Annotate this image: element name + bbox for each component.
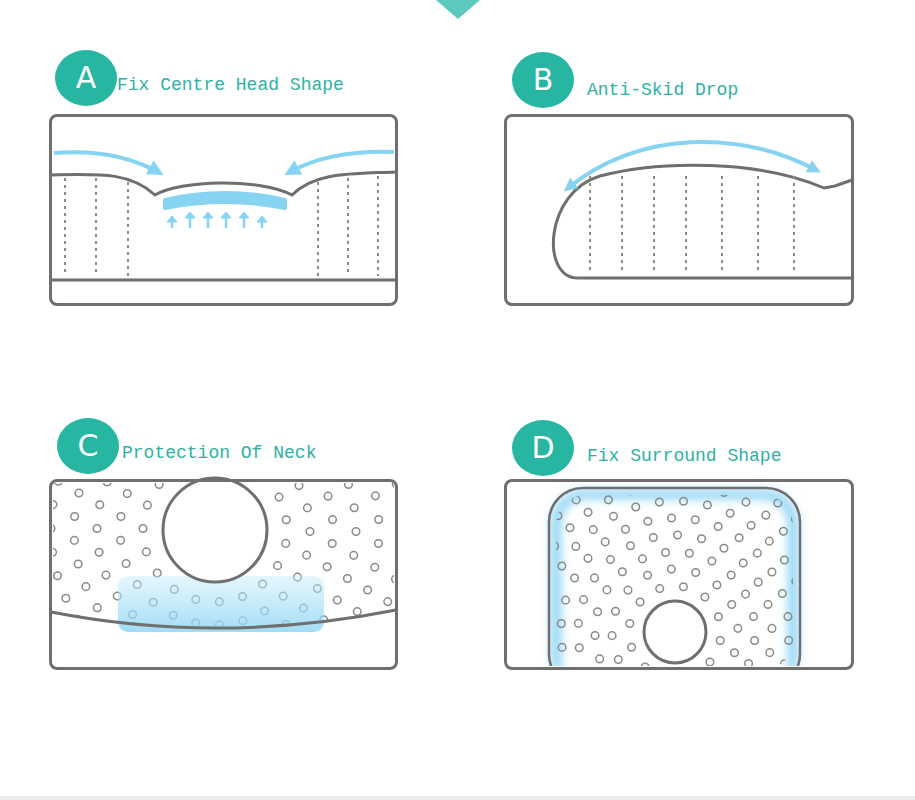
letter-badge: D bbox=[512, 420, 574, 476]
badge-letter: B bbox=[533, 65, 554, 95]
badge-letter: D bbox=[531, 433, 554, 463]
feature-panel: Anti-Skid Drop bbox=[504, 114, 854, 306]
feature-panel: Protection Of Neck bbox=[49, 479, 398, 670]
side-pillow bbox=[553, 142, 852, 278]
centre-pillow bbox=[51, 152, 396, 280]
bottom-rule bbox=[0, 796, 915, 800]
badge-letter: C bbox=[78, 431, 99, 461]
letter-badge: B bbox=[512, 52, 574, 108]
surround-pillow bbox=[507, 482, 850, 666]
feature-panel: Fix Surround Shape bbox=[504, 479, 854, 670]
letter-badge: A bbox=[55, 50, 117, 106]
feature-panel: Fix Centre Head Shape bbox=[49, 114, 398, 306]
badge-letter: A bbox=[76, 63, 97, 93]
panel-heading: Fix Centre Head Shape bbox=[117, 76, 344, 96]
neck-support bbox=[1, 316, 428, 743]
panel-heading: Anti-Skid Drop bbox=[587, 81, 738, 101]
top-pointer bbox=[436, 0, 480, 19]
panel-heading: Protection Of Neck bbox=[122, 444, 316, 464]
panel-heading: Fix Surround Shape bbox=[587, 447, 781, 467]
letter-badge: C bbox=[57, 418, 119, 474]
